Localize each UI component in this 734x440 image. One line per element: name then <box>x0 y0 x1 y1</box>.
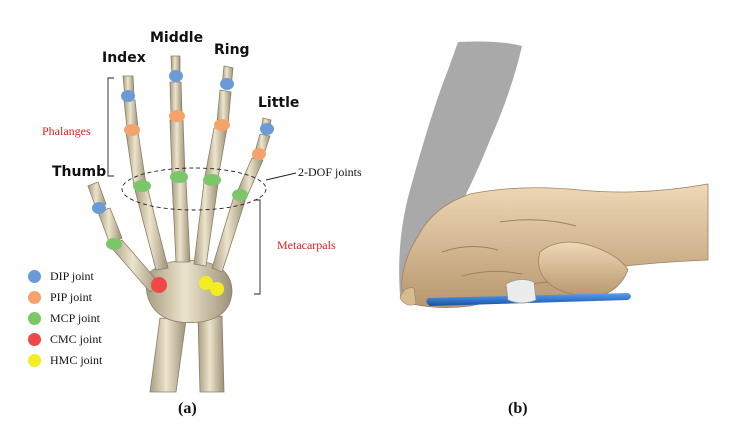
legend-label-dip: DIP joint <box>50 269 94 283</box>
fingertips <box>399 287 417 306</box>
label-dof-joints: 2-DOF joints <box>298 165 362 179</box>
dip-color-swatch <box>28 270 41 283</box>
dip-joint-marker <box>169 70 183 82</box>
legend-item-cmc: CMC joint <box>28 329 102 350</box>
label-little: Little <box>258 95 300 111</box>
metacarpal-ring <box>193 181 219 267</box>
middle-middle <box>169 81 183 115</box>
index-proximal <box>125 131 147 187</box>
mcp-color-swatch <box>28 312 41 325</box>
label-middle: Middle <box>150 30 204 46</box>
hmc-joint-marker <box>210 282 224 296</box>
pip-joint-marker <box>252 148 266 160</box>
dip-joint-marker <box>121 90 135 102</box>
thumb-proximal <box>97 207 123 245</box>
mcp-joint-marker <box>133 180 151 192</box>
metacarpals-bracket <box>254 199 261 295</box>
ulna-bone <box>197 315 225 393</box>
label-index: Index <box>102 50 146 66</box>
finger-creases <box>441 219 591 285</box>
little-proximal <box>237 157 264 195</box>
dip-joint-marker <box>92 202 106 214</box>
metacarpal-index <box>134 189 169 271</box>
thumb <box>538 241 629 297</box>
legend-label-cmc: CMC joint <box>50 332 102 346</box>
legend-label-mcp: MCP joint <box>50 311 100 325</box>
cmc-color-swatch <box>28 333 41 346</box>
label-thumb: Thumb <box>52 164 107 180</box>
annotation-lines <box>107 77 297 295</box>
mcp-joint-marker <box>106 238 122 250</box>
thumb-tip <box>505 279 537 304</box>
dip-joint-marker <box>260 123 274 135</box>
legend-item-hmc: HMC joint <box>28 350 102 371</box>
metacarpal-middle <box>171 179 191 263</box>
legend-item-dip: DIP joint <box>28 266 102 287</box>
thumb-distal <box>87 181 107 209</box>
phalanges-bracket <box>107 77 114 177</box>
legend-item-pip: PIP joint <box>28 287 102 308</box>
index-middle <box>123 99 139 129</box>
hand-skeleton <box>87 55 272 393</box>
hmc-joint-marker <box>199 276 213 290</box>
label-phalanges: Phalanges <box>42 124 91 138</box>
legend-label-pip: PIP joint <box>50 290 92 304</box>
ring-proximal <box>204 127 228 179</box>
joint-markers <box>92 70 274 296</box>
ring-middle <box>216 89 232 125</box>
cmc-joint-marker <box>151 277 167 293</box>
label-ring: Ring <box>214 42 250 58</box>
hmc-color-swatch <box>28 354 41 367</box>
pip-joint-marker <box>214 119 230 131</box>
mcp-joint-marker <box>203 174 221 186</box>
pip-joint-marker <box>124 124 140 136</box>
pip-color-swatch <box>28 291 41 304</box>
dip-joint-marker <box>220 78 234 90</box>
pip-joint-marker <box>169 110 185 122</box>
legend-item-mcp: MCP joint <box>28 308 102 329</box>
radius-bone <box>149 317 187 393</box>
dof-joints-ellipse <box>121 167 267 211</box>
mcp-joint-marker <box>232 189 248 201</box>
middle-proximal <box>169 119 186 175</box>
caption-b: (b) <box>508 400 528 417</box>
dof-joints-leader <box>265 172 297 181</box>
hand-render <box>399 41 709 308</box>
joint-legend: DIP joint PIP joint MCP joint CMC joint … <box>28 266 102 371</box>
mcp-joint-marker <box>170 171 188 183</box>
label-metacarpals: Metacarpals <box>277 238 336 252</box>
legend-label-hmc: HMC joint <box>50 353 103 367</box>
caption-a: (a) <box>178 400 197 417</box>
